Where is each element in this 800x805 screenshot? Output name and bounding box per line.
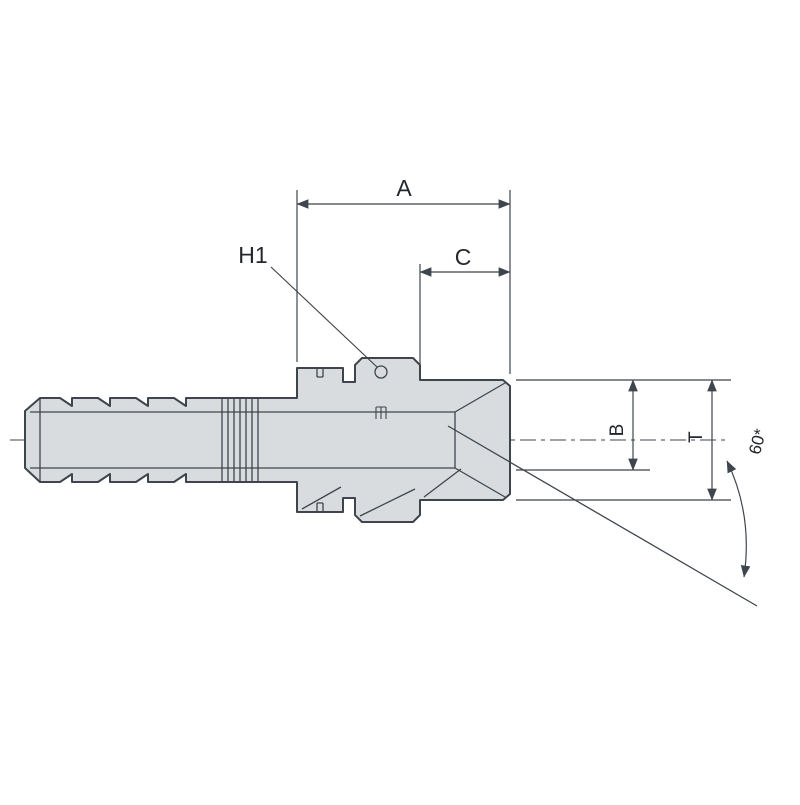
dim-label-b: B: [607, 424, 628, 437]
chamfer-detail-lines: [301, 468, 462, 517]
collar-groove: [316, 368, 324, 512]
h1-marking-circle: [374, 365, 388, 379]
cone-angle-arc: [726, 460, 751, 578]
dimension-t: T: [686, 379, 717, 501]
right-extension-lines: [516, 379, 731, 501]
dim-label-t: T: [686, 431, 707, 443]
fitting-silhouette: [24, 357, 511, 523]
cone-seat-lines: [454, 382, 506, 498]
h1-leader-line: [270, 266, 378, 368]
dimension-c: C: [419, 244, 511, 374]
dim-label-a: A: [396, 175, 412, 201]
dimension-b: B: [607, 379, 638, 471]
dimension-h1: H1: [238, 242, 378, 368]
serration-lines: [221, 398, 259, 482]
dimension-a: A: [296, 175, 511, 374]
dim-label-c: C: [455, 244, 472, 270]
stamp-mark: [375, 406, 387, 419]
dimension-a-extension-lines: [296, 190, 511, 374]
cone-angle-label: 60*: [745, 426, 770, 456]
dim-label-h1: H1: [238, 242, 267, 268]
cone-angle-dimension: 60*: [447, 425, 770, 607]
cone-angle-construction-line: [447, 425, 758, 607]
fitting-body: [24, 357, 511, 523]
inner-bore-lines: [30, 411, 456, 469]
